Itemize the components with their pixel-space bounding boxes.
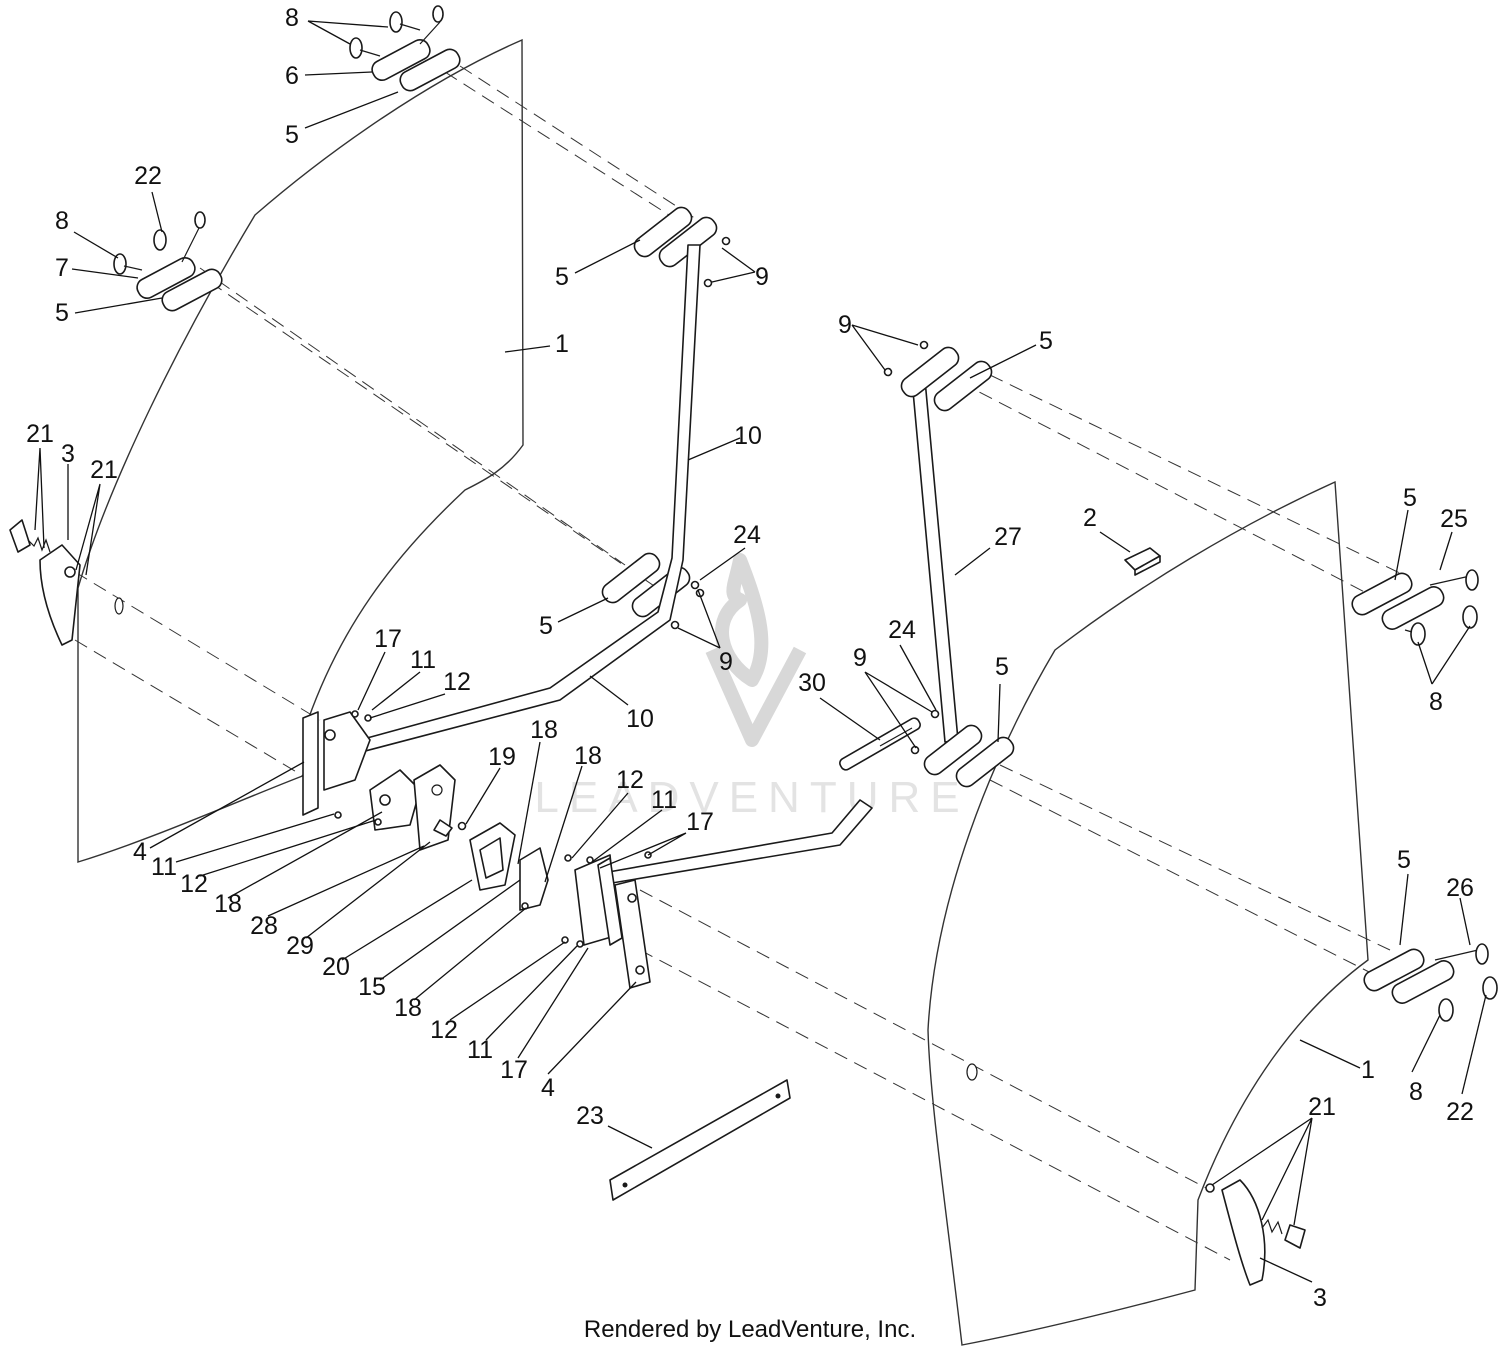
callout-4: 4 (133, 838, 147, 866)
watermark-text: LEADVENTURE (534, 773, 969, 822)
callout-6: 6 (285, 62, 299, 90)
right-latch-assembly (519, 847, 652, 989)
callout-17: 17 (374, 625, 402, 653)
callout-5: 5 (539, 612, 553, 640)
hinge-plates-frame-left (601, 206, 731, 630)
left-handle (9, 519, 81, 646)
callout-18: 18 (394, 994, 422, 1022)
callout-9: 9 (719, 648, 733, 676)
hinge-mid-left (113, 211, 223, 312)
left-latch-assembly (302, 710, 516, 891)
callout-11: 11 (651, 786, 677, 814)
alignment-lines (74, 65, 1411, 1261)
leader-lines (34, 20, 1487, 1283)
callout-17: 17 (686, 808, 714, 836)
callout-29: 29 (286, 932, 314, 960)
callout-22: 22 (1446, 1098, 1474, 1126)
callout-1: 1 (555, 330, 569, 358)
callout-5: 5 (995, 653, 1009, 681)
callout-5: 5 (1403, 484, 1417, 512)
callout-18: 18 (574, 742, 602, 770)
callout-9: 9 (853, 644, 867, 672)
callout-8: 8 (285, 4, 299, 32)
callout-9: 9 (755, 263, 769, 291)
right-frame-assembly (596, 340, 1015, 886)
callout-5: 5 (55, 299, 69, 327)
right-door-glass (927, 480, 1369, 1346)
callout-8: 8 (1409, 1078, 1423, 1106)
left-door-glass (77, 38, 524, 863)
callout-5: 5 (285, 121, 299, 149)
hinge-upper-right (1351, 569, 1479, 646)
hinge-lower-right (1363, 943, 1498, 1022)
callout-8: 8 (1429, 688, 1443, 716)
callout-5: 5 (555, 263, 569, 291)
callout-20: 20 (322, 953, 350, 981)
bumper-stop (1124, 547, 1161, 576)
callout-12: 12 (180, 870, 208, 898)
callout-5: 5 (1039, 327, 1053, 355)
callout-1: 1 (1361, 1056, 1375, 1084)
render-credit: Rendered by LeadVenture, Inc. (583, 1316, 917, 1343)
callout-11: 11 (151, 853, 177, 881)
callout-18: 18 (214, 890, 242, 918)
hinge-top-left (349, 5, 461, 92)
callout-21: 21 (26, 420, 54, 448)
callout-26: 26 (1446, 874, 1474, 902)
callout-17: 17 (500, 1056, 528, 1084)
callout-10: 10 (734, 422, 762, 450)
callout-11: 11 (410, 646, 436, 674)
callout-3: 3 (1313, 1284, 1327, 1312)
seal-strip (609, 1079, 791, 1201)
callout-labels: 8 6 5 22 8 7 5 5 9 1 9 10 5 21 3 21 24 2… (26, 4, 1474, 1312)
callout-10: 10 (626, 705, 654, 733)
watermark-logo (705, 553, 807, 747)
callout-3: 3 (61, 440, 75, 468)
callout-4: 4 (541, 1074, 555, 1102)
callout-7: 7 (55, 254, 69, 282)
callout-24: 24 (733, 521, 761, 549)
callout-18: 18 (530, 716, 558, 744)
callout-24: 24 (888, 616, 916, 644)
callout-8: 8 (55, 207, 69, 235)
callout-2: 2 (1083, 504, 1097, 532)
callout-27: 27 (994, 523, 1022, 551)
callout-21: 21 (90, 456, 118, 484)
gas-strut (839, 717, 921, 771)
callout-28: 28 (250, 912, 278, 940)
callout-25: 25 (1440, 505, 1468, 533)
callout-11: 11 (467, 1036, 493, 1064)
callout-30: 30 (798, 669, 826, 697)
callout-22: 22 (134, 162, 162, 190)
callout-9: 9 (838, 311, 852, 339)
callout-19: 19 (488, 743, 516, 771)
callout-15: 15 (358, 973, 386, 1001)
callout-12: 12 (443, 668, 471, 696)
right-handle (1205, 1179, 1306, 1286)
callout-21: 21 (1308, 1093, 1336, 1121)
callout-12: 12 (616, 766, 644, 794)
callout-12: 12 (430, 1016, 458, 1044)
callout-5: 5 (1397, 846, 1411, 874)
callout-23: 23 (576, 1102, 604, 1130)
